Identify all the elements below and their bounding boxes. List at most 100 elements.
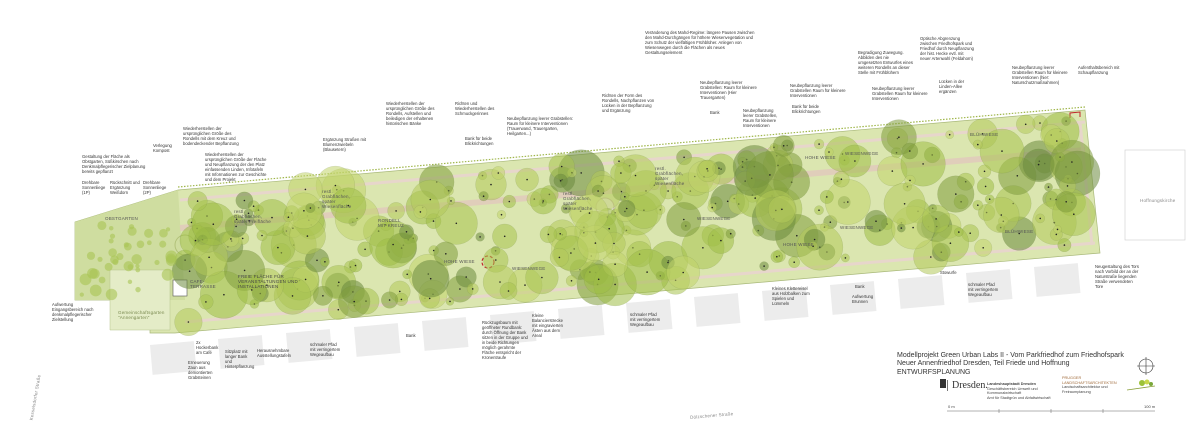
annotation: Gestaltung der Fläche als Obstgarten, Sü…: [82, 154, 146, 174]
annotation: Optische Abgrenzung zwischen Friedhofspa…: [920, 36, 975, 61]
planning-phase: ENTWURFSPLANUNG: [897, 368, 971, 376]
tree-trunk: [763, 265, 765, 267]
tree-trunk: [364, 248, 366, 251]
tree-trunk: [542, 200, 544, 202]
tree-trunk: [547, 233, 550, 236]
tree-trunk: [1000, 214, 1003, 216]
tree-trunk: [875, 220, 877, 222]
tree-trunk: [354, 264, 357, 267]
label-freie-flaeche: FREIE FLÄCHE FÜR VERANSTALTUNGEN UND INS…: [238, 274, 298, 289]
fruit-tree: [136, 240, 145, 249]
scale-bar: [947, 409, 1155, 413]
authority-line: Amt für Stadtgrün und Abfallwirtschaft: [987, 395, 1051, 400]
tree-trunk: [338, 281, 340, 284]
tree-trunk: [271, 216, 273, 219]
annotation: Drehbare Sonnenliege (1P): [82, 180, 106, 195]
architect-line: Landschaftsarchitektur und Freiraumplanu…: [1062, 385, 1108, 394]
tree-trunk: [465, 276, 468, 278]
tree-trunk: [988, 198, 991, 200]
neighbour-building: [489, 311, 537, 345]
tree-trunk: [1065, 201, 1067, 203]
tree-trunk: [909, 179, 911, 182]
fruit-tree: [159, 228, 168, 238]
tree-trunk: [500, 213, 503, 216]
tree-layer: [79, 112, 1101, 337]
tree-trunk: [524, 284, 526, 286]
annotation: Lücken in der Linden-Allee ergänzen: [939, 79, 965, 94]
tree-trunk: [912, 226, 914, 229]
tree-trunk: [565, 207, 567, 210]
tree-trunk: [235, 225, 237, 228]
tree-trunk: [490, 183, 492, 186]
fruit-tree: [135, 263, 140, 269]
tree-trunk: [898, 136, 900, 138]
annotation: Kleines Klettereisel aus Holzbalken zum …: [772, 286, 810, 306]
annotation: Bank: [406, 333, 416, 338]
tree-trunk: [495, 259, 497, 261]
label-gemeinschaftsgarten: Gemeinschaftsgarten "Annengarten": [118, 310, 165, 320]
tree-trunk: [395, 210, 397, 212]
tree-trunk: [781, 208, 783, 211]
tree-trunk: [720, 239, 722, 242]
tree-trunk: [608, 227, 610, 230]
annotation: Richten und Wiederherstellen des Schmuck…: [455, 101, 495, 116]
tree-trunk: [930, 256, 932, 258]
tree-trunk: [306, 235, 309, 237]
tree-trunk: [580, 172, 582, 174]
annotation: Neubepflanzung leerer Grabstellen Raum f…: [872, 86, 928, 101]
fruit-tree: [105, 288, 118, 301]
tree-trunk: [793, 261, 795, 264]
annotation: Neubepflanzung leerer Grabstellen Raum f…: [790, 83, 846, 98]
tree-trunk: [812, 245, 814, 247]
label-hohe-wiese: HOHE WIESE: [805, 155, 836, 160]
label-grabflaechen: restl. Grabflächen, später Freifläche: [234, 209, 271, 224]
tree-trunk: [726, 200, 729, 203]
tree-trunk: [625, 207, 628, 210]
neighbour-building: [217, 335, 265, 369]
annotation: Aufwertung Eingangsbereich nach denkmalp…: [52, 302, 94, 322]
tree-trunk: [208, 256, 210, 259]
tree-trunk: [223, 293, 225, 296]
fruit-tree: [127, 226, 137, 236]
tree-trunk: [620, 172, 622, 174]
tree-trunk: [459, 288, 461, 290]
annotation: Stowurfe: [940, 270, 957, 275]
annotation: Bank für beide Blickrichtungen: [465, 136, 494, 146]
tree-trunk: [1001, 150, 1003, 152]
tree-trunk: [796, 234, 798, 237]
tree-trunk: [1056, 228, 1059, 231]
fruit-tree: [89, 284, 102, 297]
tree-trunk: [949, 242, 952, 244]
label-hohe-wiese: HOHE WIESE: [783, 242, 814, 247]
tree-trunk: [891, 170, 894, 172]
tree-trunk: [706, 168, 708, 170]
annotation: Bank für beide Blickrichtungen: [792, 104, 821, 114]
tree-trunk: [405, 231, 408, 233]
tree-trunk: [614, 263, 616, 266]
tree-trunk: [429, 198, 432, 201]
tree-trunk: [324, 261, 326, 263]
annotation: Drehbare Sonnenliege (2P): [143, 180, 167, 195]
neighbour-building: [762, 287, 809, 321]
tree-trunk: [1071, 161, 1073, 163]
tree-trunk: [754, 197, 756, 199]
tree-trunk: [840, 178, 843, 180]
tree-trunk: [309, 207, 312, 209]
tree-trunk: [235, 218, 238, 221]
label-bluehwiese: BLÜHWIESE: [970, 132, 999, 137]
tree-trunk: [594, 242, 597, 244]
tree-trunk: [588, 212, 591, 214]
annotation: Bank: [855, 284, 865, 289]
tree-trunk: [634, 174, 637, 177]
tree-trunk: [507, 290, 510, 292]
tree-trunk: [205, 301, 207, 303]
tree-trunk: [597, 278, 600, 281]
tree-trunk: [682, 271, 684, 274]
neighbour-building: [558, 305, 605, 339]
tree-trunk: [243, 269, 246, 272]
label-wiesenwege: WIESENWEGE: [845, 151, 879, 156]
project-subtitle: Neuer Annenfriedhof Dresden, Teil Friede…: [897, 360, 1070, 368]
annotation: Begradigung Zuwegung. Abbilden des nie u…: [858, 50, 913, 75]
authority-line: Geschäftsbereich Umwelt und Kommunalwirt…: [987, 386, 1038, 396]
